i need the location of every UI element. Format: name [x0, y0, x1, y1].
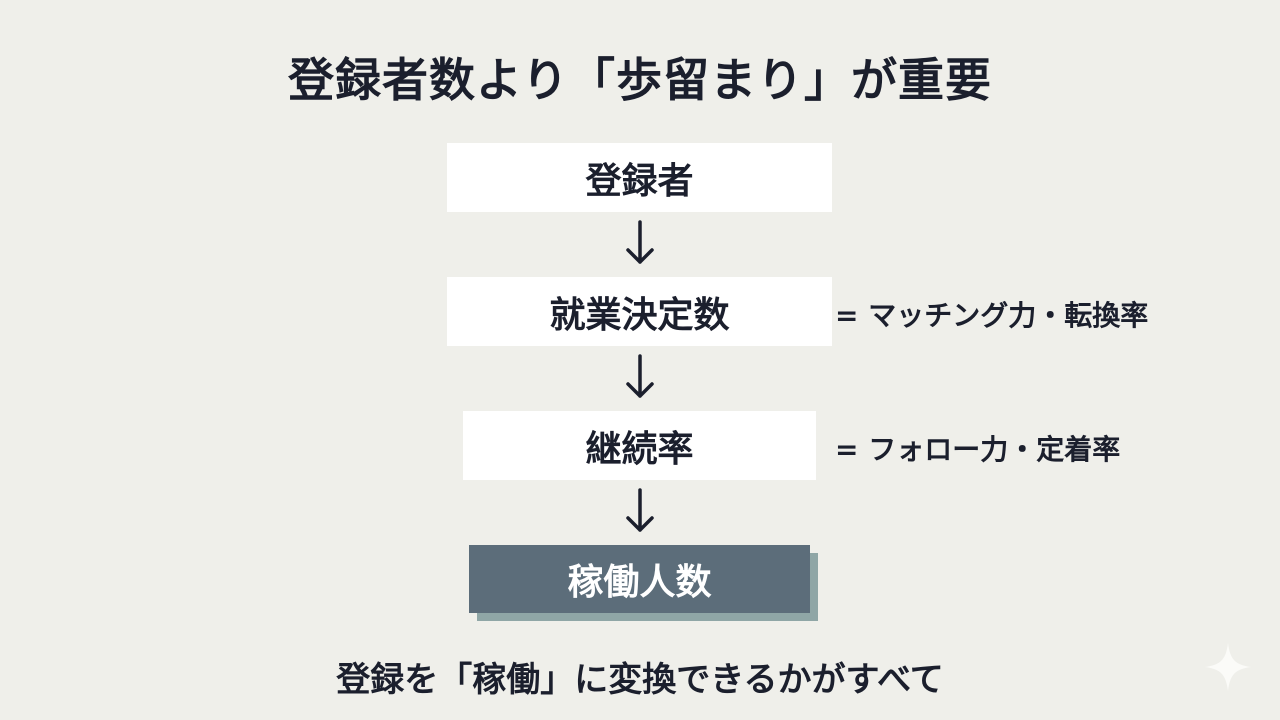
step-label: 就業決定数 [549, 294, 730, 336]
step-label: 登録者 [585, 160, 694, 202]
sparkle-icon [1205, 643, 1251, 691]
step-placements: 就業決定数 [447, 277, 832, 346]
step-registrants: 登録者 [447, 143, 832, 212]
page-title: 登録者数より「歩留まり」が重要 [287, 53, 993, 107]
step-note-matching: = マッチング力・転換率 [835, 299, 1149, 332]
step-label: 継続率 [585, 428, 694, 470]
step-active-workers: 稼働人数 [469, 545, 810, 613]
down-arrow-icon [626, 220, 654, 264]
step-note-follow: = フォロー力・定着率 [835, 433, 1121, 466]
step-retention-rate: 継続率 [463, 411, 816, 480]
footer-message: 登録を「稼働」に変換できるかがすべて [336, 660, 944, 700]
down-arrow-icon [626, 354, 654, 398]
down-arrow-icon [626, 488, 654, 532]
step-label: 稼働人数 [567, 562, 712, 603]
